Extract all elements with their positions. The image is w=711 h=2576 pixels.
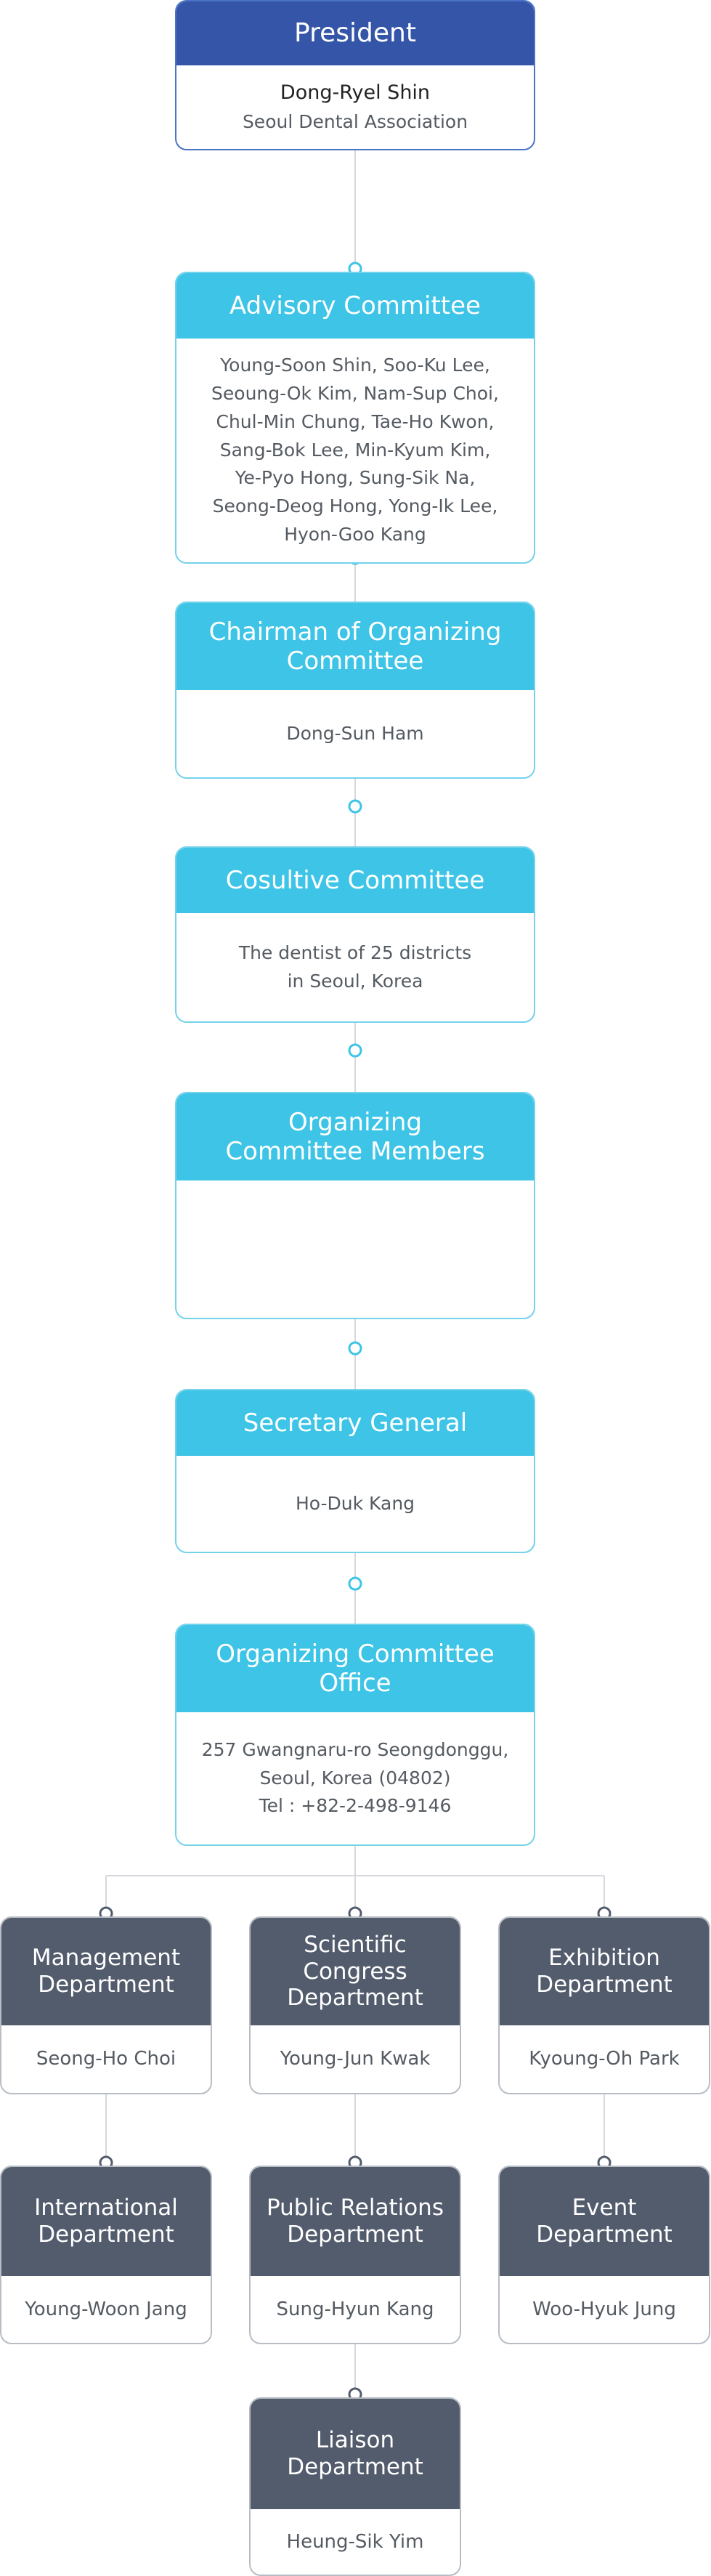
chairman-title: Chairman of Organizing Committee <box>176 603 534 690</box>
scientific-department-head: Young-Jun Kwak <box>280 2048 431 2070</box>
president-title: President <box>176 1 534 65</box>
president-name: Dong-Ryel Shin <box>280 81 431 105</box>
president-box: President Dong-Ryel Shin Seoul Dental As… <box>175 0 535 150</box>
connector-dot <box>348 1043 362 1058</box>
consultive-committee-desc: The dentist of 25 districts in Seoul, Ko… <box>238 941 472 992</box>
organizing-members-box: Organizing Committee Members <box>175 1092 535 1319</box>
international-department-title: International Department <box>1 2167 211 2276</box>
president-info: Dong-Ryel Shin Seoul Dental Association <box>176 65 534 149</box>
advisory-committee-members: Young-Soon Shin, Soo-Ku Lee, Seoung-Ok K… <box>211 355 499 545</box>
international-department-box: International Department Young-Woon Jang <box>0 2166 212 2344</box>
president-org: Seoul Dental Association <box>242 111 468 133</box>
chairman-name: Dong-Sun Ham <box>286 722 424 744</box>
organizing-members-title: Organizing Committee Members <box>176 1093 534 1180</box>
organizing-office-title: Organizing Committee Office <box>176 1625 534 1712</box>
management-department-title: Management Department <box>1 1918 211 2025</box>
organizing-office-address: 257 Gwangnaru-ro Seongdonggu, Seoul, Kor… <box>201 1738 509 1817</box>
exhibition-department-box: Exhibition Department Kyoung-Oh Park <box>498 1916 710 2094</box>
exhibition-department-title: Exhibition Department <box>500 1918 709 2025</box>
liaison-department-head: Heung-Sik Yim <box>286 2530 424 2553</box>
management-department-head: Seong-Ho Choi <box>36 2048 176 2070</box>
scientific-department-box: Scientific Congress Department Young-Jun… <box>249 1916 461 2094</box>
consultive-committee-title: Cosultive Committee <box>176 848 534 913</box>
secretary-general-title: Secretary General <box>176 1390 534 1456</box>
secretary-general-name: Ho-Duk Kang <box>295 1492 415 1514</box>
secretary-general-box: Secretary General Ho-Duk Kang <box>175 1389 535 1553</box>
liaison-department-title: Liaison Department <box>251 2399 460 2509</box>
organizing-office-box: Organizing Committee Office 257 Gwangnar… <box>175 1624 535 1846</box>
management-department-box: Management Department Seong-Ho Choi <box>0 1916 212 2094</box>
consultive-committee-box: Cosultive Committee The dentist of 25 di… <box>175 846 535 1023</box>
connector-dot <box>348 1341 362 1356</box>
connector-dot <box>348 799 362 814</box>
exhibition-department-head: Kyoung-Oh Park <box>529 2048 680 2070</box>
event-department-head: Woo-Hyuk Jung <box>532 2298 676 2320</box>
organizing-members-body <box>176 1180 534 1318</box>
advisory-committee-title: Advisory Committee <box>176 273 534 339</box>
chairman-box: Chairman of Organizing Committee Dong-Su… <box>175 602 535 779</box>
liaison-department-box: Liaison Department Heung-Sik Yim <box>249 2397 461 2576</box>
public-relations-department-title: Public Relations Department <box>251 2167 460 2276</box>
public-relations-department-box: Public Relations Department Sung-Hyun Ka… <box>249 2166 461 2344</box>
scientific-department-title: Scientific Congress Department <box>251 1918 460 2025</box>
event-department-title: Event Department <box>500 2167 709 2276</box>
connector-dot <box>348 1576 362 1591</box>
international-department-head: Young-Woon Jang <box>25 2298 187 2320</box>
public-relations-department-head: Sung-Hyun Kang <box>276 2298 434 2320</box>
event-department-box: Event Department Woo-Hyuk Jung <box>498 2166 710 2344</box>
advisory-committee-box: Advisory Committee Young-Soon Shin, Soo-… <box>175 272 535 564</box>
